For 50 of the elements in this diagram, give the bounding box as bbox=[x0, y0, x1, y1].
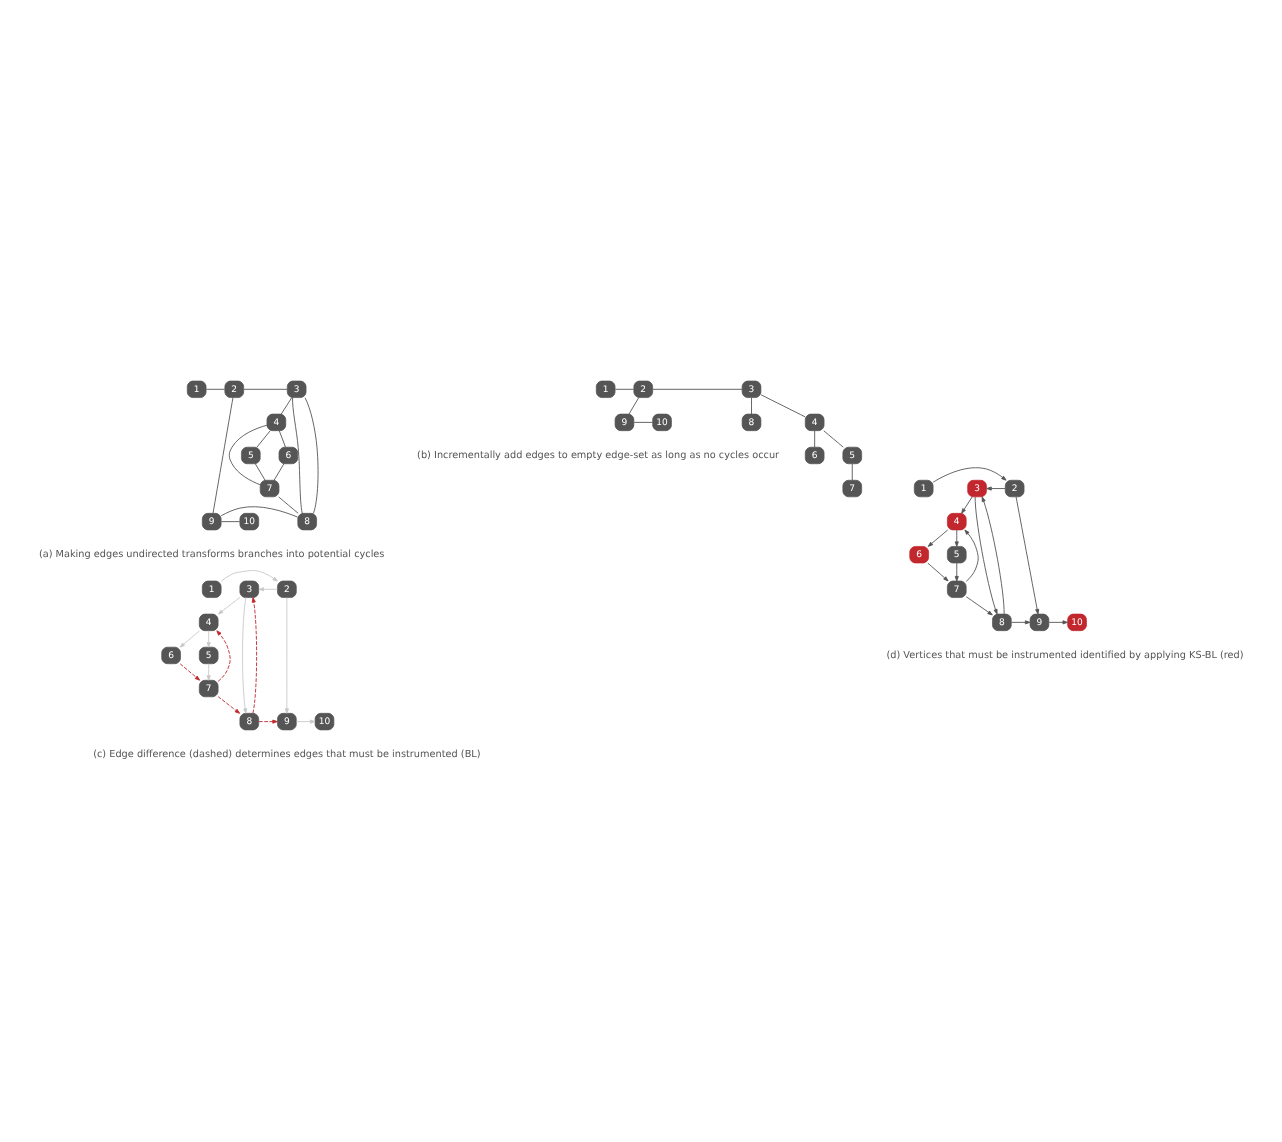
arrow bbox=[258, 586, 278, 591]
arrow bbox=[927, 561, 949, 581]
arrow bbox=[1015, 495, 1040, 614]
arrow bbox=[954, 561, 959, 581]
connector bbox=[228, 423, 268, 485]
arrow bbox=[1011, 619, 1031, 624]
connector bbox=[823, 429, 844, 447]
connector bbox=[760, 393, 806, 417]
arrow bbox=[961, 495, 973, 513]
arrow bbox=[965, 595, 993, 615]
connector bbox=[273, 462, 285, 480]
arrow bbox=[251, 596, 258, 713]
connector bbox=[633, 420, 653, 422]
arrow bbox=[954, 528, 959, 546]
arrow bbox=[179, 629, 201, 647]
connector bbox=[280, 396, 293, 414]
connector bbox=[652, 387, 743, 389]
arrow bbox=[179, 662, 201, 680]
arrow bbox=[927, 528, 949, 546]
connector bbox=[220, 505, 298, 517]
arrow bbox=[981, 495, 1005, 614]
connector bbox=[278, 429, 286, 447]
connector bbox=[292, 396, 303, 513]
arrow bbox=[258, 718, 278, 723]
connector bbox=[243, 387, 288, 389]
connector bbox=[851, 462, 853, 480]
connector bbox=[814, 429, 816, 447]
arrow bbox=[217, 595, 241, 614]
connector bbox=[212, 396, 234, 513]
connector bbox=[614, 387, 635, 389]
arrow bbox=[217, 695, 241, 713]
arrow bbox=[206, 629, 211, 647]
arrow bbox=[974, 495, 998, 614]
connector bbox=[278, 495, 299, 513]
arrow bbox=[216, 629, 231, 681]
connector bbox=[304, 396, 319, 513]
arrow bbox=[932, 466, 1007, 482]
arrow bbox=[986, 485, 1006, 490]
arrow bbox=[1048, 619, 1068, 624]
connector bbox=[751, 396, 752, 414]
arrow bbox=[242, 596, 248, 713]
arrow bbox=[964, 528, 979, 581]
arrow bbox=[296, 718, 316, 723]
arrow bbox=[206, 662, 211, 680]
connector bbox=[205, 387, 226, 389]
connector bbox=[254, 462, 266, 480]
connector bbox=[256, 429, 271, 447]
connector bbox=[220, 520, 241, 522]
connector bbox=[628, 396, 640, 414]
arrow bbox=[220, 569, 278, 581]
